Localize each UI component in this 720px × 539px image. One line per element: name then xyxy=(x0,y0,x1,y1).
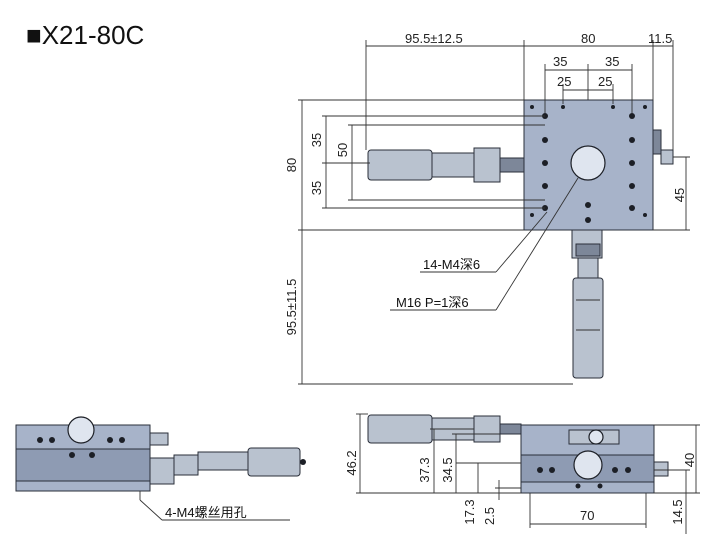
tapped-hole xyxy=(585,202,591,208)
side-micrometer-barrel xyxy=(173,454,199,476)
dim-hole-25-right: 25 xyxy=(598,74,612,89)
side-center-knob xyxy=(67,416,95,444)
leader-line xyxy=(495,211,548,273)
tapped-hole xyxy=(119,437,125,443)
dim-span-50: 50 xyxy=(335,143,350,157)
front-view: 46.2 37.3 34.5 17.3 2.5 70 40 14.5 xyxy=(344,413,700,534)
tapped-hole xyxy=(643,213,647,217)
front-base-plate xyxy=(520,481,655,494)
tapped-hole xyxy=(629,137,635,143)
leader-line xyxy=(495,177,579,311)
callout-mount-holes: 4-M4螺丝用孔 xyxy=(165,505,247,520)
tapped-hole xyxy=(542,183,548,189)
dim-base-width: 70 xyxy=(580,508,594,523)
x-micrometer-collar xyxy=(473,147,501,183)
side-lock-knob xyxy=(149,432,169,446)
top-view-dimensions: 95.5±12.5 80 11.5 35 35 25 25 80 95.5±11… xyxy=(284,31,690,385)
product-title: ■X21-80C xyxy=(26,20,144,50)
dim-upper-35: 35 xyxy=(309,133,324,147)
tapped-hole xyxy=(597,483,603,489)
tapped-hole xyxy=(107,437,113,443)
y-micrometer-barrel xyxy=(577,257,599,279)
tapped-hole xyxy=(629,183,635,189)
x-micrometer-thimble xyxy=(367,149,433,181)
dim-stage-height: 40 xyxy=(682,453,697,467)
tapped-hole xyxy=(611,105,615,109)
side-base-plate xyxy=(15,480,151,492)
dim-height: 80 xyxy=(284,158,299,172)
front-center-knob xyxy=(573,450,603,480)
y-micrometer-lock xyxy=(575,243,601,257)
tapped-hole xyxy=(629,113,635,119)
tapped-hole xyxy=(530,213,534,217)
leader-line xyxy=(139,499,163,521)
front-micrometer-thimble xyxy=(367,414,433,444)
side-micrometer-collar xyxy=(149,457,175,485)
lock-knob xyxy=(660,149,674,165)
tapped-hole xyxy=(89,452,95,458)
tapped-hole xyxy=(629,160,635,166)
dim-travel-height: 95.5±11.5 xyxy=(284,279,299,336)
front-holes xyxy=(537,467,631,489)
tapped-hole xyxy=(542,160,548,166)
tapped-hole xyxy=(537,467,543,473)
front-view-dimensions: 46.2 37.3 34.5 17.3 2.5 70 40 14.5 xyxy=(344,413,700,534)
dim-knob-offset: 11.5 xyxy=(648,31,672,46)
tapped-hole xyxy=(69,452,75,458)
tapped-hole xyxy=(37,437,43,443)
tapped-hole xyxy=(585,217,591,223)
dim-base-14-5: 14.5 xyxy=(670,499,685,524)
top-view: 95.5±12.5 80 11.5 35 35 25 25 80 95.5±11… xyxy=(284,31,690,385)
side-micrometer-thimble xyxy=(247,447,301,477)
dim-base-2-5: 2.5 xyxy=(482,507,497,525)
tapped-hole xyxy=(549,467,555,473)
tapped-hole xyxy=(542,137,548,143)
dim-axis-height-1: 37.3 xyxy=(417,457,432,482)
tapped-hole xyxy=(643,105,647,109)
dim-hole-25-left: 25 xyxy=(557,74,571,89)
dim-side-45: 45 xyxy=(672,188,687,202)
y-micrometer-thimble xyxy=(572,277,604,379)
callout-center-thread: M16 P=1深6 xyxy=(396,295,469,310)
tapped-hole xyxy=(530,105,534,109)
tapped-hole xyxy=(561,105,565,109)
tapped-hole xyxy=(612,467,618,473)
front-micrometer-collar xyxy=(473,415,501,443)
tapped-hole xyxy=(49,437,55,443)
x-micrometer-barrel xyxy=(431,152,475,178)
tapped-hole xyxy=(629,205,635,211)
side-holes xyxy=(37,437,125,458)
front-micrometer-spindle xyxy=(499,423,522,435)
front-lock-knob xyxy=(653,461,669,477)
thimble-end xyxy=(300,459,306,465)
lock-knob-stem xyxy=(652,129,662,155)
x-micrometer-spindle xyxy=(499,157,525,173)
dim-lower-35: 35 xyxy=(309,181,324,195)
side-view: 4-M4螺丝用孔 xyxy=(15,416,306,521)
dim-axis-height-2: 34.5 xyxy=(440,457,455,482)
dim-width: 80 xyxy=(581,31,595,46)
dim-travel-width: 95.5±12.5 xyxy=(405,31,463,46)
tapped-hole xyxy=(575,483,581,489)
center-thread-hole xyxy=(570,145,606,181)
tapped-hole xyxy=(625,467,631,473)
dim-half-35-right: 35 xyxy=(605,54,619,69)
dim-total-height: 46.2 xyxy=(344,450,359,475)
dim-half-35-left: 35 xyxy=(553,54,567,69)
front-lock-screw xyxy=(588,429,604,445)
dim-base-17-3: 17.3 xyxy=(462,499,477,524)
side-middle-block xyxy=(15,448,151,482)
side-micrometer-sleeve xyxy=(197,451,249,471)
callout-tapped-holes: 14-M4深6 xyxy=(423,257,480,272)
